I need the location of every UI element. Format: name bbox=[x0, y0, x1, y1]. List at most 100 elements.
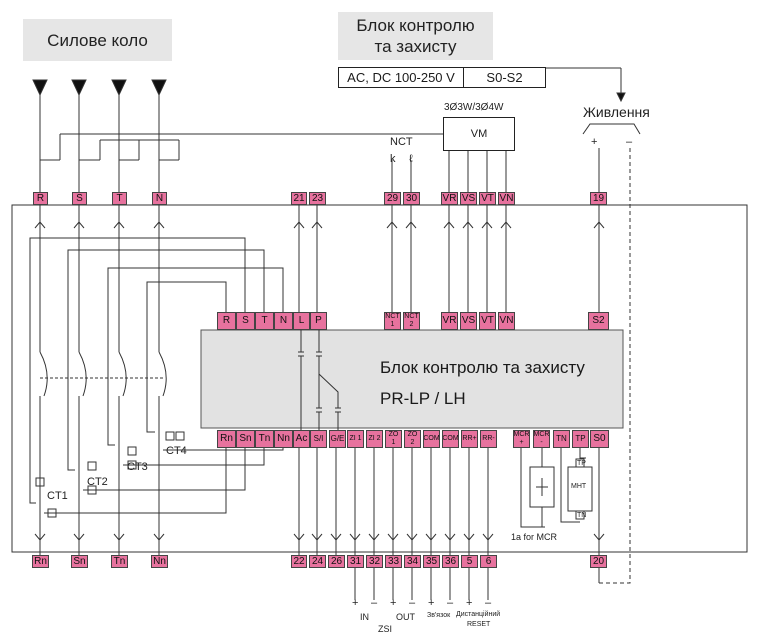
block-terminal-tp-mht: TP bbox=[572, 430, 589, 448]
phase-r-source-triangle bbox=[32, 79, 48, 97]
block-terminal-rr-minus: RR- bbox=[480, 430, 497, 448]
block-terminal-t: T bbox=[255, 312, 274, 330]
terminal-31: 31 bbox=[347, 555, 364, 568]
terminal-vt-top: VT bbox=[479, 192, 496, 205]
block-model: PR-LP / LH bbox=[380, 389, 466, 408]
mht-tp-label: TP bbox=[577, 460, 586, 467]
block-terminal-nn: Nn bbox=[274, 430, 293, 448]
vm-system-label: 3Ø3W/3Ø4W bbox=[444, 102, 504, 113]
terminal-sn-bottom: Sn bbox=[71, 555, 88, 568]
terminal-5: 5 bbox=[461, 555, 478, 568]
terminal-tn-bottom: Tn bbox=[111, 555, 128, 568]
block-terminal-s2: S2 bbox=[588, 312, 609, 330]
terminal-19: 19 bbox=[590, 192, 607, 205]
block-title: Блок контролю та захисту bbox=[380, 358, 585, 377]
terminal-rn-bottom: Rn bbox=[32, 555, 49, 568]
block-terminal-s: S bbox=[236, 312, 255, 330]
block-terminal-vs: VS bbox=[460, 312, 477, 330]
block-terminal-tn-mht: TN bbox=[553, 430, 570, 448]
block-terminal-nct1: NCT 1 bbox=[384, 312, 401, 330]
supply-voltage-box: AC, DC 100-250 V S0-S2 bbox=[338, 67, 546, 88]
mht-label: MHT bbox=[571, 483, 587, 490]
block-terminal-zo2: ZO 2 bbox=[404, 430, 421, 448]
zsi-label: ZSI bbox=[378, 624, 393, 634]
out-label: OUT bbox=[396, 612, 415, 622]
sign-35: + bbox=[428, 597, 435, 609]
terminal-34: 34 bbox=[404, 555, 421, 568]
block-terminal-com1: COM bbox=[423, 430, 440, 448]
terminal-r: R bbox=[33, 192, 48, 205]
sign-5: + bbox=[466, 597, 473, 609]
supply-voltage: AC, DC 100-250 V bbox=[339, 68, 464, 87]
sign-31: + bbox=[352, 597, 359, 609]
terminal-22: 22 bbox=[291, 555, 307, 568]
block-terminal-mcr-minus: MCR - bbox=[533, 430, 550, 448]
ct1-label: CT1 bbox=[47, 490, 68, 502]
phase-n-source-triangle bbox=[151, 79, 167, 97]
block-terminal-rn: Rn bbox=[217, 430, 236, 448]
block-terminal-sn: Sn bbox=[236, 430, 255, 448]
block-terminal-l: L bbox=[293, 312, 310, 330]
terminal-30: 30 bbox=[403, 192, 420, 205]
terminal-s: S bbox=[72, 192, 87, 205]
sign-36: – bbox=[447, 597, 454, 609]
terminal-33: 33 bbox=[385, 555, 402, 568]
phase-s-source-triangle bbox=[71, 79, 87, 97]
control-block-header: Блок контролю та захисту bbox=[338, 12, 493, 60]
terminal-vs-top: VS bbox=[460, 192, 477, 205]
sign-6: – bbox=[485, 597, 492, 609]
ct2-label: CT2 bbox=[87, 476, 108, 488]
terminal-t: T bbox=[112, 192, 127, 205]
terminal-32: 32 bbox=[366, 555, 383, 568]
terminal-36: 36 bbox=[442, 555, 459, 568]
supply-range: S0-S2 bbox=[486, 70, 523, 85]
block-terminal-zo1: ZO 1 bbox=[385, 430, 402, 448]
terminal-29: 29 bbox=[384, 192, 401, 205]
terminal-35: 35 bbox=[423, 555, 440, 568]
terminal-vr-top: VR bbox=[441, 192, 458, 205]
control-block-title-line2: та захисту bbox=[374, 37, 457, 56]
device-enclosure bbox=[11, 204, 748, 553]
nct-l-label: ℓ bbox=[409, 153, 413, 165]
control-block-body bbox=[200, 329, 624, 429]
mht-tn-label: TN bbox=[577, 512, 587, 519]
block-terminal-s0: S0 bbox=[590, 430, 609, 448]
ct4-label: CT4 bbox=[166, 445, 187, 457]
block-terminal-vr: VR bbox=[441, 312, 458, 330]
terminal-6: 6 bbox=[480, 555, 497, 568]
terminal-24: 24 bbox=[309, 555, 326, 568]
in-label: IN bbox=[360, 612, 369, 622]
block-terminal-n: N bbox=[274, 312, 293, 330]
terminal-26: 26 bbox=[328, 555, 345, 568]
terminal-n: N bbox=[152, 192, 167, 205]
terminal-nn-bottom: Nn bbox=[151, 555, 168, 568]
block-terminal-nct2: NCT 2 bbox=[403, 312, 420, 330]
power-plus-sign: + bbox=[591, 136, 598, 148]
block-terminal-zi2: ZI 2 bbox=[366, 430, 383, 448]
block-terminal-com2: COM bbox=[442, 430, 459, 448]
block-terminal-rr-plus: RR+ bbox=[461, 430, 478, 448]
power-circuit-header: Силове коло bbox=[23, 19, 172, 61]
block-terminal-ge: G/E bbox=[329, 430, 346, 448]
nct-label: NCT bbox=[390, 136, 413, 148]
block-terminal-vn: VN bbox=[498, 312, 515, 330]
vm-label: VM bbox=[470, 128, 488, 140]
sign-32: – bbox=[371, 597, 378, 609]
block-terminal-vt: VT bbox=[479, 312, 496, 330]
block-terminal-r: R bbox=[217, 312, 236, 330]
sign-34: – bbox=[409, 597, 416, 609]
terminal-20: 20 bbox=[590, 555, 607, 568]
reset-label: RESET bbox=[467, 621, 491, 628]
sign-33: + bbox=[390, 597, 397, 609]
terminal-21: 21 bbox=[291, 192, 307, 205]
phase-t-source-triangle bbox=[111, 79, 127, 97]
power-minus-sign: – bbox=[626, 136, 633, 148]
remote-label: Дистанційний bbox=[456, 611, 501, 618]
control-block-title-line1: Блок контролю bbox=[356, 16, 475, 35]
block-terminal-tn: Tn bbox=[255, 430, 274, 448]
terminal-vn-top: VN bbox=[498, 192, 515, 205]
block-terminal-zi1: ZI 1 bbox=[347, 430, 364, 448]
power-supply-label: Живлення bbox=[583, 104, 650, 120]
block-terminal-p: P bbox=[310, 312, 327, 330]
